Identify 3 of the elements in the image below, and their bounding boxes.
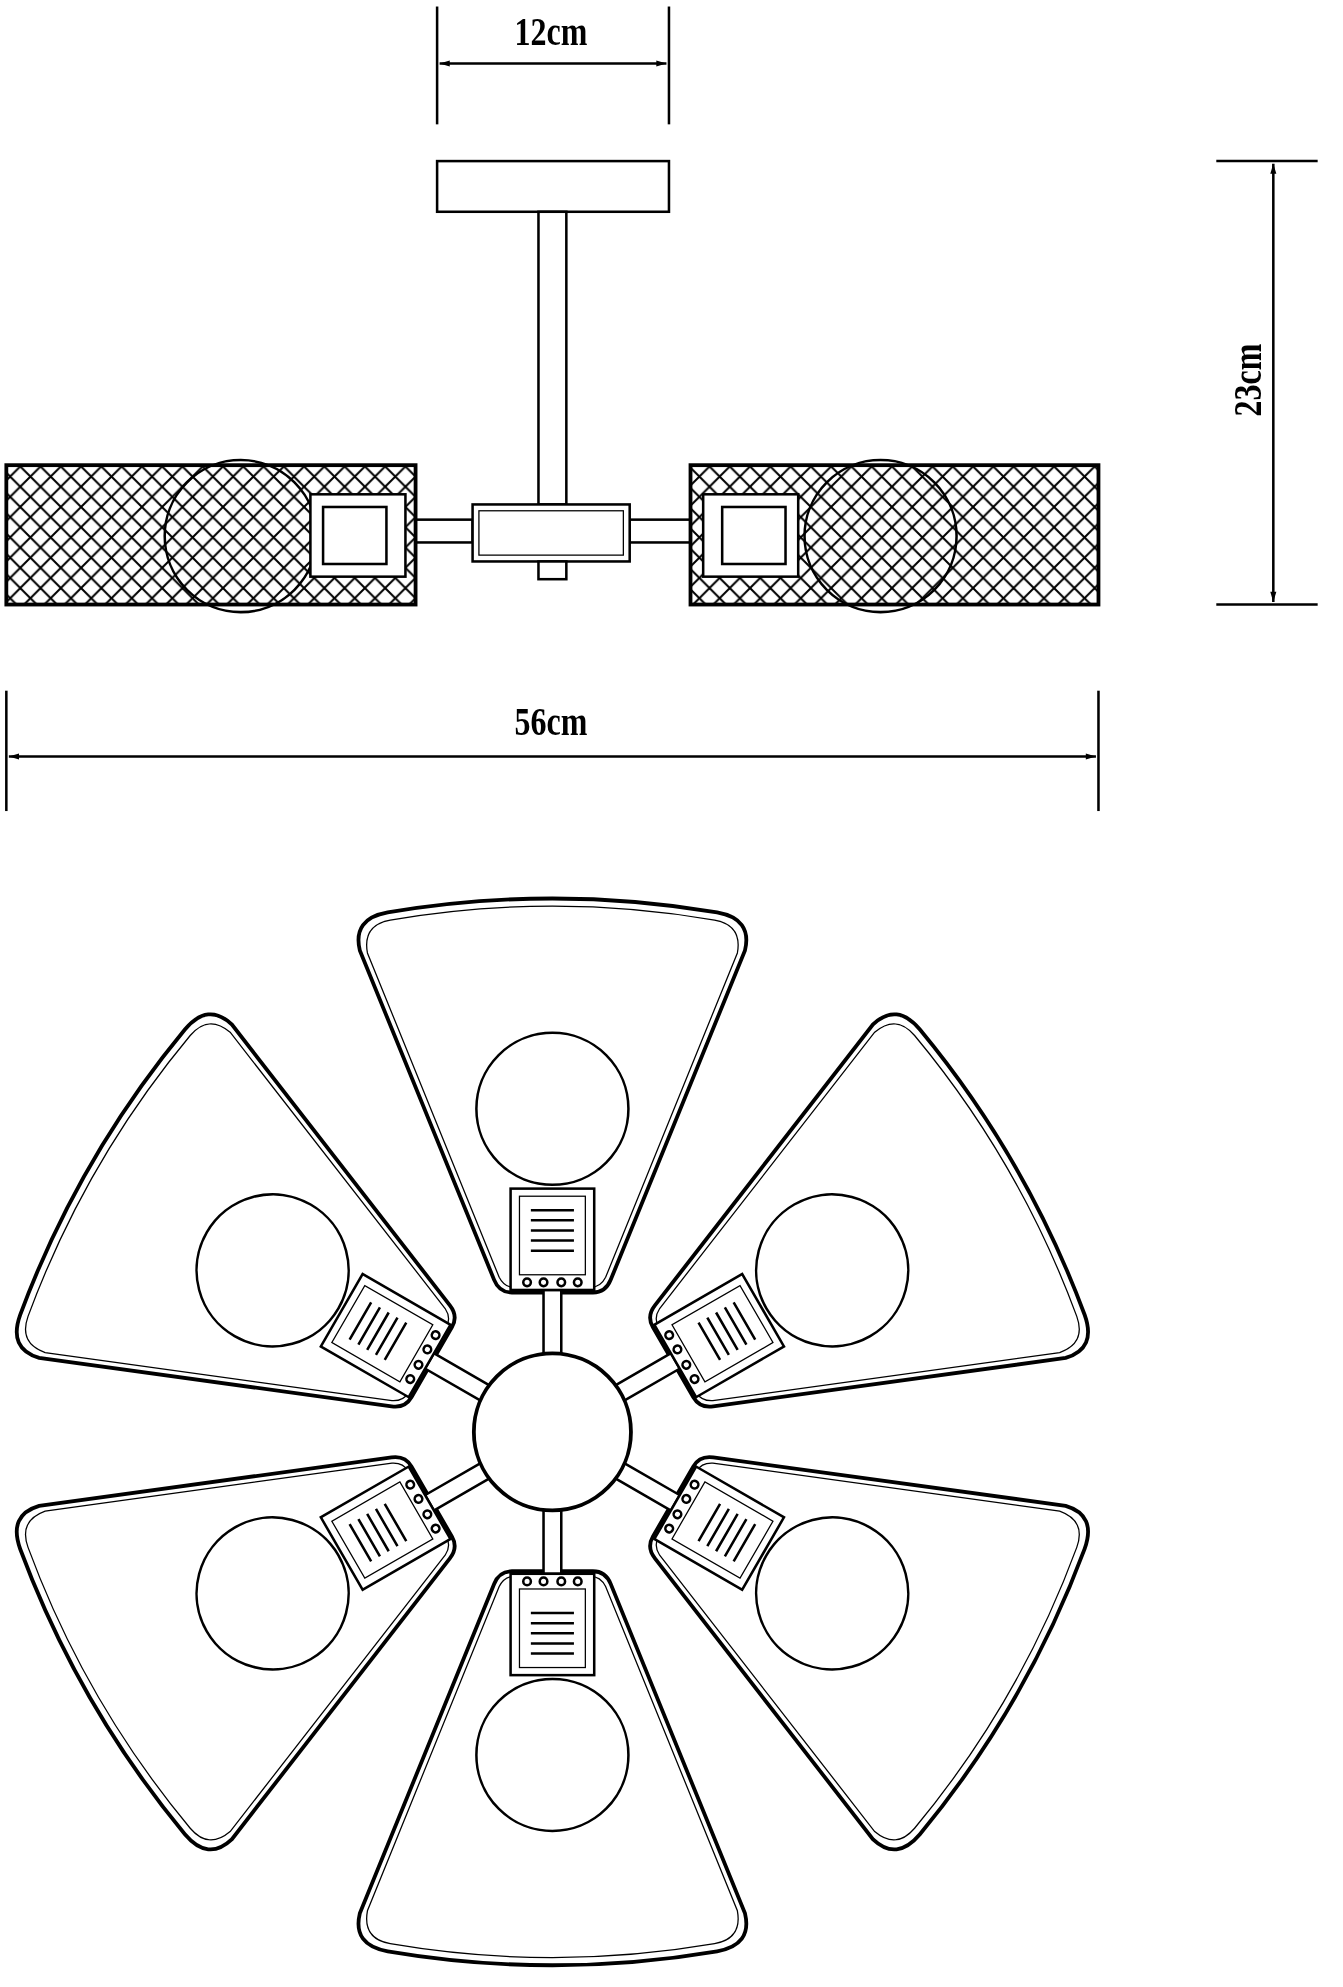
dimension-label: 56cm	[514, 700, 588, 744]
dimension-label: 23cm	[1226, 343, 1270, 417]
dimension-label: 12cm	[514, 10, 588, 54]
